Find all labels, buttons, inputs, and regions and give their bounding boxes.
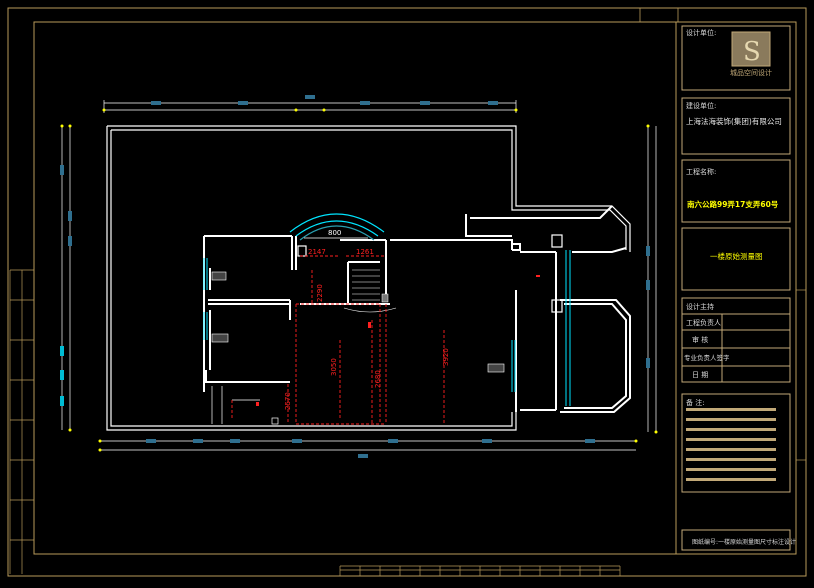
column-markers	[297, 234, 563, 313]
top-dimension-chain	[102, 95, 518, 113]
outer-boundary-wall	[106, 125, 631, 431]
measurement-lines	[231, 255, 445, 425]
logo: S	[731, 31, 771, 67]
sign-row-4: 日 期	[692, 371, 709, 379]
notes-lines	[686, 408, 776, 481]
notes-label: 备 注:	[686, 399, 705, 407]
interior-walls	[203, 205, 631, 413]
project-name: 南六公路99弄17支弄60号	[687, 200, 779, 209]
bottom-ruler	[339, 565, 621, 576]
project-label: 工程名称:	[686, 168, 717, 176]
sign-row-2: 审 核	[692, 336, 709, 344]
red-ticks	[256, 275, 540, 406]
floor-plan: 800 2147 1261 2290 3050 2680 3920 2570	[60, 95, 658, 458]
dimension-2290: 2290	[316, 284, 324, 302]
fixtures	[211, 271, 505, 373]
bay-window-arc	[289, 213, 385, 241]
dimension-1261: 1261	[356, 248, 374, 256]
drawing-footer: 图纸编号:一楼原始测量图尺寸标注设计	[692, 539, 797, 546]
client-name: 上海法海装饰(集团)有限公司	[686, 117, 782, 126]
right-dimension-chain	[646, 124, 658, 434]
right-margin-marks	[796, 289, 806, 461]
dimension-800: 800	[328, 229, 341, 237]
dimension-3050: 3050	[330, 358, 338, 376]
staircase	[343, 269, 397, 313]
sign-row-3: 专业负责人签字	[684, 354, 730, 362]
dimension-3920: 3920	[442, 348, 450, 366]
windows	[203, 250, 571, 406]
drawing-title: 一楼原始测量图	[710, 252, 763, 261]
dimension-2680: 2680	[374, 370, 382, 388]
bottom-dimension-chain	[98, 439, 638, 458]
dimension-labels: 800 2147 1261 2290 3050 2680 3920 2570	[284, 229, 450, 410]
sign-header: 设计主持	[686, 303, 714, 311]
left-side-table	[9, 269, 34, 574]
client-label: 建设单位:	[686, 102, 717, 110]
dimension-2147: 2147	[308, 248, 326, 256]
porch-lines	[211, 386, 279, 425]
sign-row-1: 工程负责人	[686, 319, 721, 327]
logo-letter: S	[743, 37, 761, 67]
drawing-frame	[7, 7, 807, 577]
designer-label: 设计单位:	[686, 29, 717, 37]
title-block	[681, 25, 791, 551]
top-tick-marks	[639, 8, 679, 22]
left-dimension-chain	[60, 124, 72, 432]
dimension-2570: 2570	[284, 392, 292, 410]
logo-caption: 城品空间设计	[730, 69, 772, 77]
